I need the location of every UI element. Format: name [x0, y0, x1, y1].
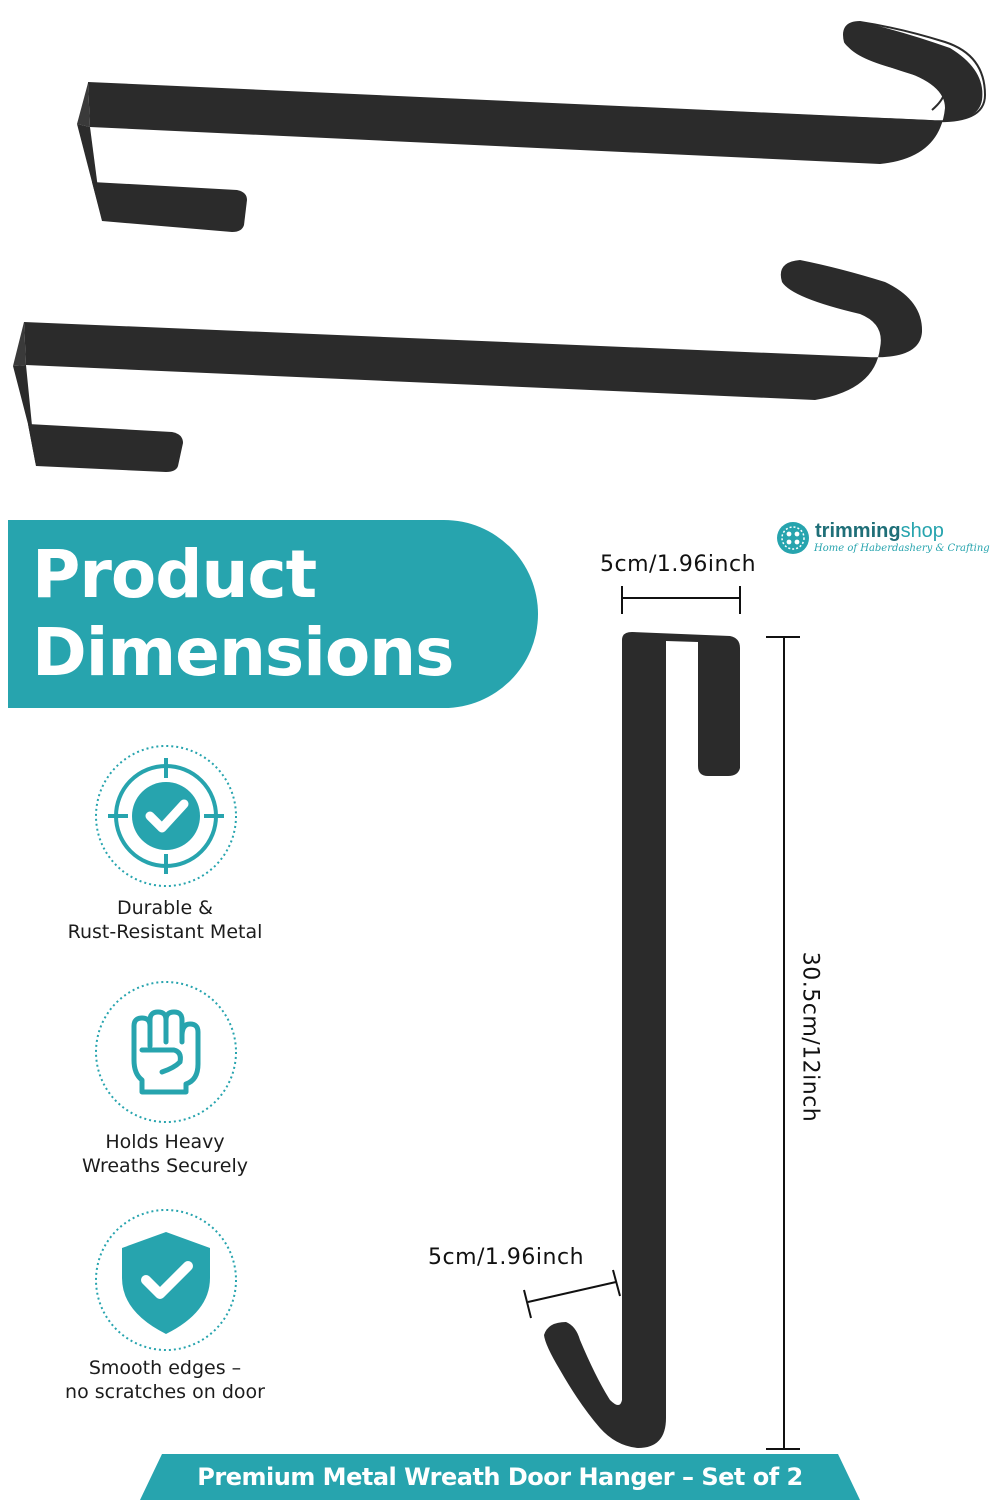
top-width-label: 5cm/1.96inch	[600, 552, 757, 577]
shield-check-icon	[95, 1209, 237, 1351]
footer-ribbon: Premium Metal Wreath Door Hanger – Set o…	[140, 1454, 860, 1500]
hook-width-label: 5cm/1.96inch	[428, 1245, 585, 1270]
hanger-product-images	[13, 20, 987, 472]
brand-name: trimmingshop	[815, 519, 944, 543]
banner-title-line-2: Dimensions	[32, 614, 454, 691]
banner-title-line-1: Product	[32, 536, 317, 613]
feature-holds-heavy-label: Holds Heavy Wreaths Securely	[40, 1130, 290, 1178]
feature-smooth-edges-line-2: no scratches on door	[65, 1381, 265, 1403]
feature-smooth-edges-line-1: Smooth edges –	[88, 1357, 242, 1379]
brand-logo: trimmingshop Home of Haberdashery & Craf…	[776, 519, 990, 559]
vertical-hanger	[544, 632, 740, 1448]
feature-durable-line-2: Rust-Resistant Metal	[67, 921, 263, 943]
brand-tagline: Home of Haberdashery & Crafting	[814, 543, 990, 554]
feature-durable-label: Durable & Rust-Resistant Metal	[40, 896, 290, 944]
target-check-icon	[95, 745, 237, 887]
brand-name-bold: trimming	[815, 520, 901, 542]
product-dimensions-banner: Product Dimensions	[8, 520, 538, 708]
brand-name-light: shop	[900, 520, 944, 542]
feature-smooth-edges-label: Smooth edges – no scratches on door	[40, 1356, 290, 1404]
fist-icon	[95, 981, 237, 1123]
hanger-image-2	[13, 260, 923, 472]
hook-width-measure	[523, 1269, 621, 1319]
feature-holds-heavy-line-2: Wreaths Securely	[82, 1155, 248, 1177]
feature-holds-heavy-line-1: Holds Heavy	[105, 1131, 225, 1153]
button-logo-icon	[777, 522, 809, 554]
height-label: 30.5cm/12inch	[797, 951, 823, 1123]
feature-durable-line-1: Durable &	[116, 897, 213, 919]
height-measure	[766, 636, 800, 1450]
hanger-image-1	[77, 20, 987, 232]
top-width-measure	[621, 586, 741, 614]
hanger-dimension-diagram	[523, 586, 800, 1450]
footer-title: Premium Metal Wreath Door Hanger – Set o…	[197, 1463, 803, 1491]
